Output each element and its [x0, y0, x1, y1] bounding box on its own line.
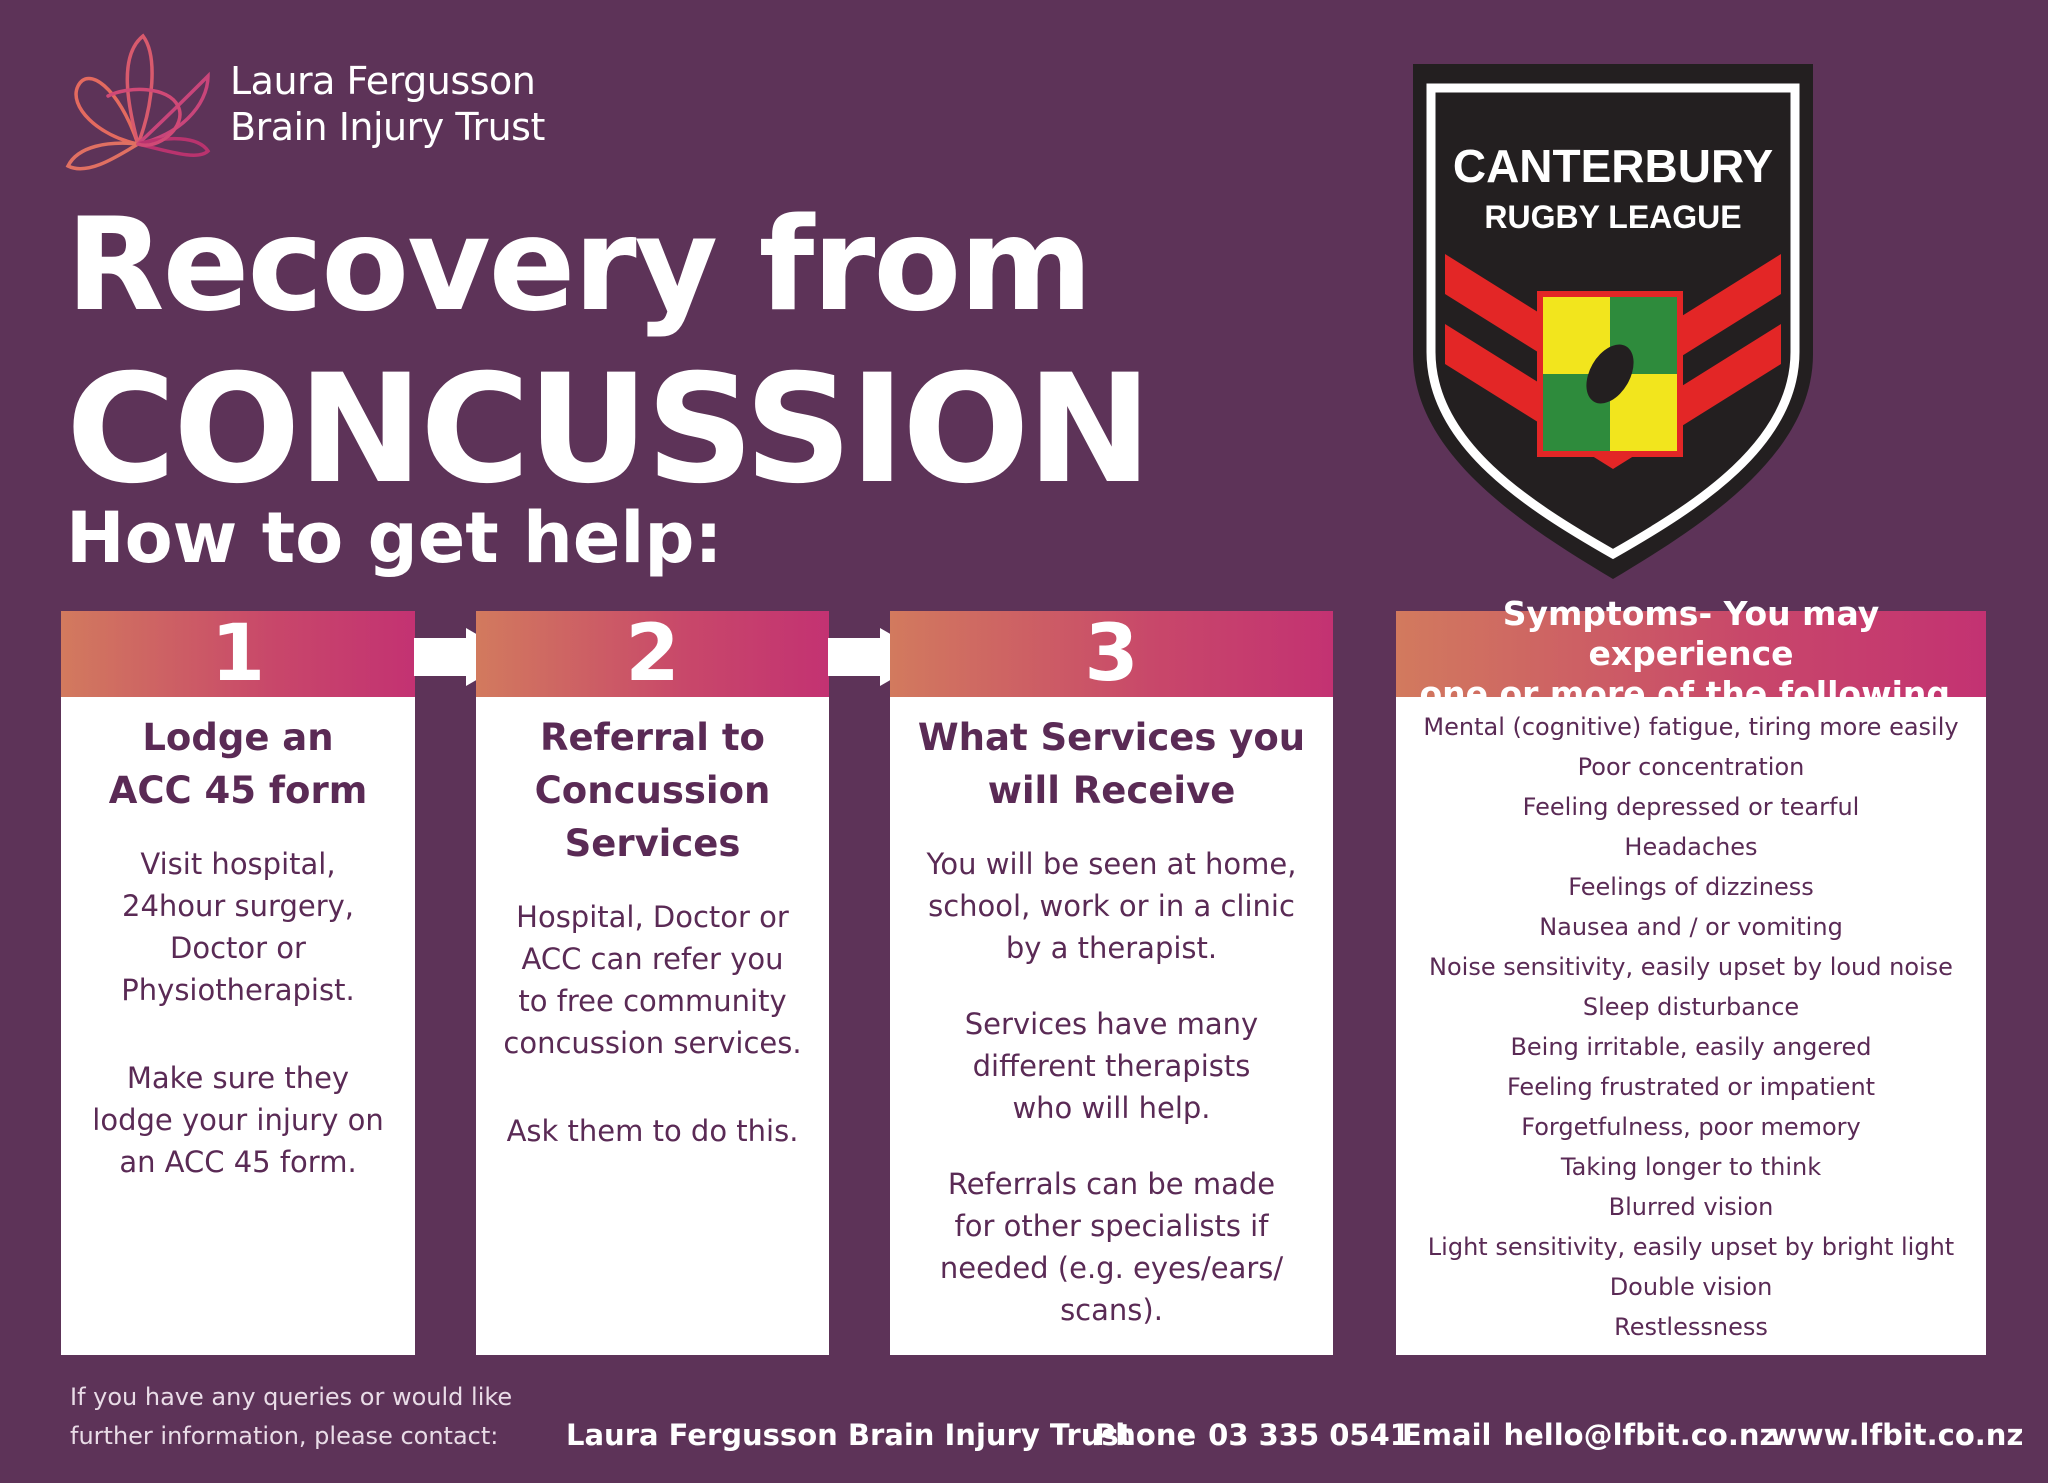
website-link[interactable]: www.lfbit.co.nz	[1770, 1418, 2024, 1452]
step-paragraph: Services have many different therapists …	[890, 1003, 1333, 1129]
step-title-1: Lodge an ACC 45 form	[61, 711, 415, 817]
symptom-item: Headaches	[1624, 833, 1758, 861]
step-paragraph: Hospital, Doctor or ACC can refer you to…	[476, 896, 829, 1064]
step-title-line: Concussion	[534, 769, 771, 812]
step-body-3: You will be seen at home, school, work o…	[890, 843, 1333, 1331]
symptoms-heading-line: Symptoms- You may experience	[1502, 594, 1880, 673]
brand-name-line1: Laura Fergusson	[230, 59, 536, 103]
symptom-list: Mental (cognitive) fatigue, tiring more …	[1396, 707, 1986, 1347]
badge-line2: RUGBY LEAGUE	[1484, 199, 1741, 235]
symptom-item: Double vision	[1609, 1273, 1773, 1301]
body-line: to free community	[518, 984, 787, 1018]
body-line: scans).	[1060, 1293, 1163, 1327]
step-paragraph: You will be seen at home, school, work o…	[890, 843, 1333, 969]
symptom-item: Taking longer to think	[1560, 1153, 1822, 1181]
canterbury-rugby-league-shield-icon: CANTERBURY RUGBY LEAGUE	[1413, 64, 1813, 579]
symptom-item: Feeling frustrated or impatient	[1506, 1073, 1876, 1101]
step-card-1: 1 Lodge an ACC 45 form Visit hospital, 2…	[61, 609, 415, 1355]
body-line: school, work or in a clinic	[928, 889, 1295, 923]
badge-line1: CANTERBURY	[1453, 140, 1773, 192]
brand-name-line2: Brain Injury Trust	[230, 105, 545, 149]
symptoms-card: Symptoms- You may experience one or more…	[1396, 594, 1986, 1355]
footer-contact-note: If you have any queries or would like fu…	[70, 1378, 512, 1456]
body-line: 24hour surgery,	[122, 889, 354, 923]
step-paragraph: Make sure they lodge your injury on an A…	[61, 1057, 415, 1183]
trust-logo-icon	[65, 33, 211, 171]
trust-logo-text: Laura Fergusson Brain Injury Trust	[230, 58, 545, 150]
step-title-2: Referral to Concussion Services	[476, 711, 829, 870]
phone-label: Phone	[1094, 1418, 1197, 1452]
step-card-2: 2 Referral to Concussion Services Hospit…	[476, 609, 829, 1355]
footer-phone[interactable]: Phone 03 335 0541	[1094, 1413, 1410, 1457]
symptom-item: Noise sensitivity, easily upset by loud …	[1429, 953, 1953, 981]
body-line: Visit hospital,	[140, 847, 336, 881]
footer-organisation: Laura Fergusson Brain Injury Trust	[566, 1418, 1133, 1452]
symptom-item: Mental (cognitive) fatigue, tiring more …	[1423, 713, 1959, 741]
symptom-item: Sleep disturbance	[1582, 993, 1800, 1021]
step-title-line: will Receive	[987, 769, 1236, 812]
email-label: Email	[1402, 1418, 1492, 1452]
symptom-item: Forgetfulness, poor memory	[1521, 1113, 1861, 1141]
body-line: different therapists	[972, 1049, 1251, 1083]
symptom-item: Being irritable, easily angered	[1510, 1033, 1872, 1061]
headline-line2: CONCUSSION	[66, 343, 1152, 517]
body-line: Physiotherapist.	[121, 973, 355, 1007]
footer-note-line: If you have any queries or would like	[70, 1383, 513, 1411]
body-line: concussion services.	[503, 1026, 802, 1060]
step-title-line: What Services you	[917, 716, 1306, 759]
body-line: Referrals can be made	[947, 1167, 1276, 1201]
symptom-item: Light sensitivity, easily upset by brigh…	[1427, 1233, 1955, 1261]
symptom-item: Blurred vision	[1608, 1193, 1774, 1221]
step-body-2: Hospital, Doctor or ACC can refer you to…	[476, 896, 829, 1152]
body-line: an ACC 45 form.	[119, 1145, 357, 1179]
symptom-item: Restlessness	[1614, 1313, 1768, 1341]
footer-note-line: further information, please contact:	[70, 1422, 499, 1450]
body-line: Doctor or	[170, 931, 306, 965]
symptoms-heading: Symptoms- You may experience one or more…	[1396, 594, 1986, 713]
body-line: ACC can refer you	[521, 942, 784, 976]
step-number-1: 1	[61, 609, 415, 699]
body-line: who will help.	[1012, 1091, 1211, 1125]
body-line: You will be seen at home,	[926, 847, 1297, 881]
symptoms-heading-line: one or more of the following.	[1419, 674, 1963, 713]
body-line: Hospital, Doctor or	[516, 900, 789, 934]
symptom-item: Nausea and / or vomiting	[1539, 913, 1843, 941]
email-link[interactable]: hello@lfbit.co.nz	[1503, 1418, 1777, 1452]
step-number-3: 3	[890, 609, 1333, 699]
footer-email[interactable]: Email hello@lfbit.co.nz	[1402, 1413, 1776, 1457]
step-title-line: Services	[564, 822, 741, 865]
body-line: Services have many	[964, 1007, 1259, 1041]
headline-subtitle: How to get help:	[66, 497, 723, 579]
symptom-item: Feelings of dizziness	[1568, 873, 1814, 901]
body-line: by a therapist.	[1005, 931, 1218, 965]
headline-line1: Recovery from	[66, 191, 1093, 340]
body-line: for other specialists if	[954, 1209, 1269, 1243]
step-title-line: Lodge an	[142, 716, 334, 759]
body-line: Ask them to do this.	[506, 1114, 799, 1148]
step-paragraph: Ask them to do this.	[476, 1110, 829, 1152]
step-number-2: 2	[476, 609, 829, 699]
step-title-line: ACC 45 form	[108, 769, 368, 812]
step-title-3: What Services you will Receive	[890, 711, 1333, 817]
step-body-1: Visit hospital, 24hour surgery, Doctor o…	[61, 843, 415, 1183]
step-card-3: 3 What Services you will Receive You wil…	[890, 609, 1333, 1355]
symptom-item: Feeling depressed or tearful	[1522, 793, 1860, 821]
body-line: needed (e.g. eyes/ears/	[939, 1251, 1284, 1285]
step-paragraph: Referrals can be made for other speciali…	[890, 1163, 1333, 1331]
step-paragraph: Visit hospital, 24hour surgery, Doctor o…	[61, 843, 415, 1011]
symptom-item: Poor concentration	[1577, 753, 1805, 781]
body-line: Make sure they	[126, 1061, 350, 1095]
phone-number[interactable]: 03 335 0541	[1208, 1418, 1410, 1452]
body-line: lodge your injury on	[92, 1103, 384, 1137]
step-title-line: Referral to	[540, 716, 765, 759]
